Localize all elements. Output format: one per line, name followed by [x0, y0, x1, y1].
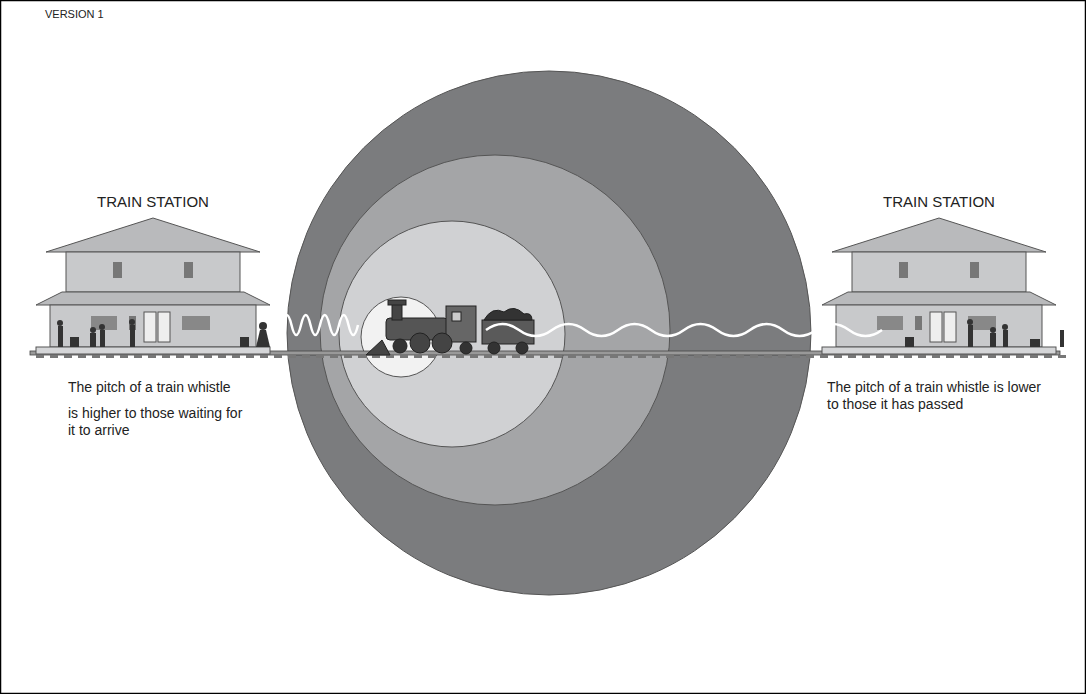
caption-text: The pitch of a train whistle is lower to… — [827, 379, 1052, 413]
station-name: TRAIN STATION — [97, 193, 209, 211]
caption-text: is higher to those waiting for it to arr… — [68, 405, 243, 439]
version-label: VERSION 1 — [45, 8, 104, 21]
caption-text: The pitch of a train whistle — [68, 379, 231, 396]
station-name: TRAIN STATION — [883, 193, 995, 211]
